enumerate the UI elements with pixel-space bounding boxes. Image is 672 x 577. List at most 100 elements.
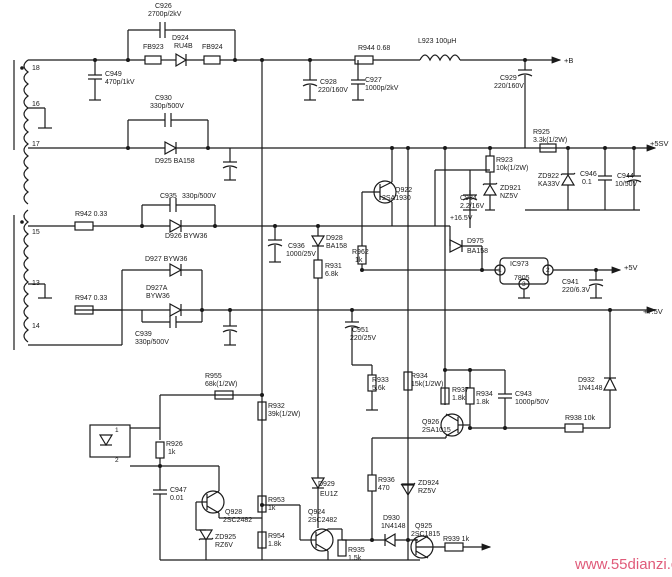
c939-val: 330p/500V	[135, 339, 169, 346]
ferrite-fb924	[203, 55, 221, 65]
r942-ref: R942 0.33	[75, 211, 107, 218]
fb923-ref: FB923	[143, 44, 164, 51]
q926-ref: Q926	[422, 419, 439, 426]
diode-d927a	[169, 302, 183, 318]
pin-18-label: 18	[32, 65, 40, 72]
r937-val: 1.8k	[452, 395, 466, 402]
r935-ref: R935	[348, 547, 365, 554]
cap-c934	[462, 190, 478, 211]
r962-ref: R962	[352, 249, 369, 256]
diode-d927	[169, 262, 183, 278]
d975-ref: D975	[467, 238, 484, 245]
r934b-val: 1.8k	[476, 399, 490, 406]
rail-plus-7-5v: +7.5V	[643, 307, 663, 316]
c946-ref: C946	[580, 171, 597, 178]
d928-ref: D928	[326, 235, 343, 242]
c927-ref: C927	[365, 77, 382, 84]
c934-val: 2.2/16V	[460, 203, 484, 210]
d932-ref: D932	[578, 377, 595, 384]
d927a-val: BYW36	[146, 293, 170, 300]
r954-val: 1.8k	[268, 541, 282, 548]
cap-c928	[302, 60, 318, 101]
zd921-val: NZ5V	[500, 193, 518, 200]
resistor-r934	[403, 371, 413, 391]
zener-zd925	[198, 529, 214, 542]
c946-val: 0.1	[582, 179, 592, 186]
c926-ref: C926	[155, 3, 172, 10]
resistor-r938	[564, 423, 584, 433]
c944-ref: C944	[617, 173, 634, 180]
resistor-r925	[539, 143, 557, 153]
r955-ref: R955	[205, 373, 222, 380]
ic973-pin1: 1	[498, 267, 502, 274]
c929-val: 220/160V	[494, 83, 524, 90]
diode-d924	[175, 52, 188, 68]
l923-ref: L923 100μH	[418, 38, 456, 45]
c930-val: 330p/500V	[150, 103, 184, 110]
cap-c951	[344, 310, 360, 365]
optocoupler	[89, 424, 131, 458]
diode-d932	[603, 376, 617, 391]
r925-ref: R925	[533, 129, 550, 136]
ic973-pin2: 2	[546, 267, 550, 274]
resistor-r954	[257, 531, 267, 549]
pin-14-label: 14	[32, 323, 40, 330]
diode-d925	[164, 140, 178, 156]
d930-val: 1N4148	[381, 523, 406, 530]
c947-val: 0.01	[170, 495, 184, 502]
r955-val: 68k(1/2W)	[205, 381, 237, 388]
winding-dot	[20, 220, 24, 224]
cap-c947	[153, 489, 167, 560]
fb924-ref: FB924	[202, 44, 223, 51]
zd922-ref: ZD922	[538, 173, 559, 180]
rail-plus-16-5v: +16.5V	[450, 215, 473, 222]
r931-val: 6.8k	[325, 271, 339, 278]
inductor-l923	[419, 54, 461, 62]
r936-ref: R936	[378, 477, 395, 484]
r934-ref: R934	[411, 373, 428, 380]
resistor-r955	[214, 390, 234, 400]
c935-val: 330p/500V	[182, 193, 216, 200]
c949-ref: C949	[105, 71, 122, 78]
rail-plus-5sv: +5SV	[650, 139, 669, 148]
d930-ref: D930	[383, 515, 400, 522]
ic973-val: 7805	[514, 275, 530, 282]
c935-ref: C935	[160, 193, 177, 200]
resistor-r931	[313, 259, 323, 279]
r939-ref: R939 1k	[443, 536, 470, 543]
c943-val: 1000p/50V	[515, 399, 549, 406]
c934-ref: C934	[460, 195, 477, 202]
zener-zd922	[560, 172, 576, 186]
zd925-ref: ZD925	[215, 534, 236, 541]
cap-c930	[164, 113, 172, 127]
diode-d926	[169, 218, 183, 234]
cap-c926	[159, 22, 172, 38]
ic973-ref: IC973	[510, 261, 529, 268]
cap-c940	[222, 310, 238, 346]
d924-val: RU4B	[174, 43, 193, 50]
r926-val: 1k	[168, 449, 176, 456]
resistor-r942	[74, 221, 94, 231]
c944-val: 10/50V	[615, 181, 638, 188]
zd921-ref: ZD921	[500, 185, 521, 192]
cap-c946	[598, 148, 612, 210]
q925-val: 2SC1815	[411, 531, 440, 538]
r962-val: 1k	[355, 257, 363, 264]
d927-ref: D927 BYW36	[145, 256, 188, 263]
r937-ref: R937	[452, 387, 469, 394]
r925-val: 3.3k(1/2W)	[533, 137, 567, 144]
r938-ref: R938 10k	[565, 415, 595, 422]
resistor-r932	[257, 401, 267, 421]
d924-ref: D924	[172, 35, 189, 42]
q928-val: 2SC2482	[223, 517, 252, 524]
r944-ref: R944 0.68	[358, 45, 390, 52]
resistor-r926	[155, 441, 165, 459]
cap-c929	[517, 60, 533, 148]
winding-dot	[20, 66, 24, 70]
c926-val: 2700p/2kV	[148, 11, 182, 18]
pin-16-label: 16	[32, 101, 40, 108]
d932-val: 1N4148	[578, 385, 603, 392]
r947-ref: R947 0.33	[75, 295, 107, 302]
c949-val: 470p/1kV	[105, 79, 135, 86]
